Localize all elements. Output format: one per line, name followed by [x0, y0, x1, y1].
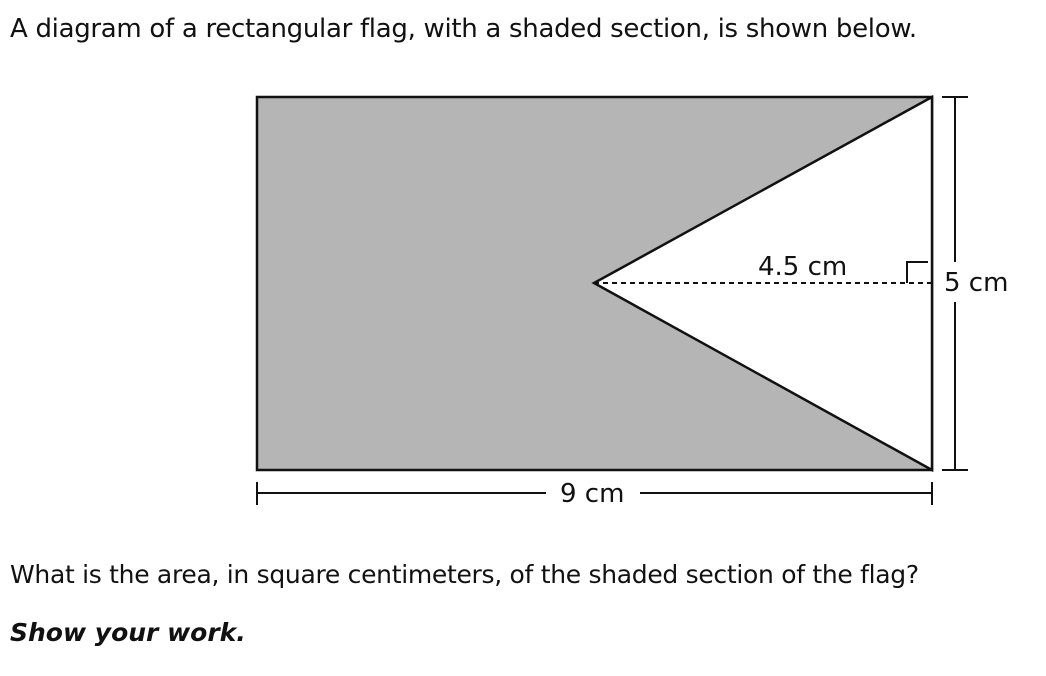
problem-question: What is the area, in square centimeters,…: [10, 560, 919, 589]
triangle-height-label: 4.5 cm: [758, 252, 847, 282]
problem-intro: A diagram of a rectangular flag, with a …: [10, 14, 917, 44]
flag-width-label: 5 cm: [944, 268, 1008, 298]
flag-length-label: 9 cm: [560, 479, 624, 509]
problem-instruction: Show your work.: [10, 618, 246, 647]
right-angle-marker: [906, 261, 928, 283]
